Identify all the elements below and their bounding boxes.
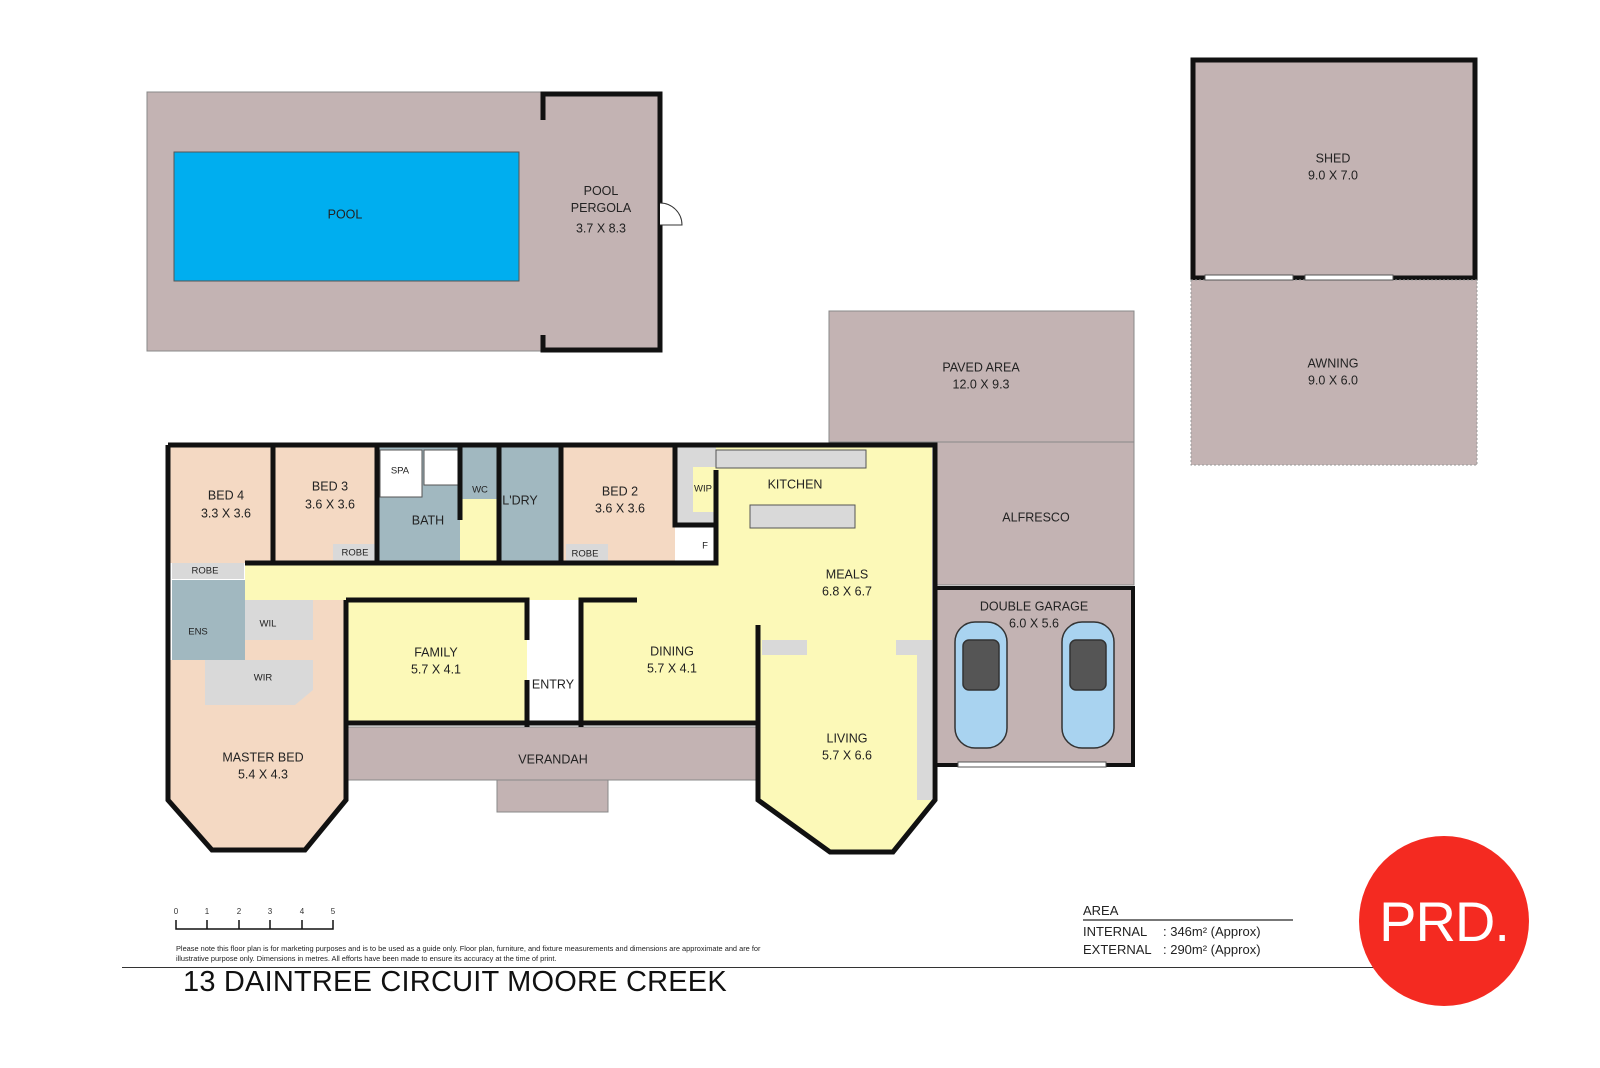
- meals-dim: 6.8 X 6.7: [821, 584, 873, 599]
- spa-label: SPA: [390, 465, 410, 477]
- awning-dim: 9.0 X 6.0: [1307, 373, 1359, 388]
- area-heading: AREA: [1083, 903, 1293, 921]
- scale-tick: 4: [299, 907, 305, 916]
- entry-label: ENTRY: [531, 677, 575, 692]
- kitchen-label: KITCHEN: [767, 477, 823, 492]
- scale-tick: 2: [236, 907, 242, 916]
- external-value: : 290m² (Approx): [1163, 942, 1261, 957]
- robe-label: ROBE: [191, 565, 219, 577]
- wil-label: WIL: [259, 618, 277, 630]
- verandah-label: VERANDAH: [518, 752, 588, 767]
- scale-bar: [175, 920, 334, 930]
- bed3-label: BED 3: [311, 479, 349, 494]
- meals-label: MEALS: [825, 567, 869, 582]
- master-dim: 5.4 X 4.3: [237, 767, 289, 782]
- garage-dim: 6.0 X 5.6: [1008, 616, 1060, 631]
- scale-tick: 5: [330, 907, 336, 916]
- awning: [1190, 279, 1478, 466]
- wir-label: WIR: [253, 672, 273, 684]
- bed3-dim: 3.6 X 3.6: [304, 497, 356, 512]
- scale-tick: 1: [204, 907, 210, 916]
- ens-label: ENS: [188, 626, 208, 638]
- pergola-door: [659, 202, 683, 226]
- bed4-dim: 3.3 X 3.6: [200, 506, 252, 521]
- pool: [173, 151, 520, 282]
- disclaimer: Please note this floor plan is for marke…: [176, 944, 761, 963]
- area-summary: AREA INTERNAL : 346m² (Approx) EXTERNAL : …: [1083, 903, 1293, 957]
- wip-label: WIP: [694, 483, 712, 495]
- walls: [165, 442, 938, 855]
- alfresco-label: ALFRESCO: [1002, 510, 1070, 525]
- awning-label: AWNING: [1307, 356, 1359, 371]
- property-address: 13 DAINTREE CIRCUIT MOORE CREEK: [183, 966, 727, 998]
- prd-logo: PRD.: [1359, 836, 1529, 1006]
- verandah: [345, 726, 759, 781]
- title-rule: [122, 967, 1375, 968]
- shed-dim: 9.0 X 7.0: [1307, 168, 1359, 183]
- dining-label: DINING: [650, 644, 694, 659]
- dining-dim: 5.7 X 4.1: [646, 661, 698, 676]
- bed2-dim: 3.6 X 3.6: [594, 501, 646, 516]
- pool-label: POOL: [327, 207, 363, 222]
- scale-tick: 3: [267, 907, 273, 916]
- garage-label: DOUBLE GARAGE: [979, 599, 1089, 614]
- shed: [1190, 57, 1478, 281]
- bath-label: BATH: [411, 513, 445, 528]
- master-label: MASTER BED: [222, 750, 304, 765]
- wc-label: WC: [472, 484, 488, 496]
- robe-label: ROBE: [341, 547, 369, 559]
- external-label: EXTERNAL: [1083, 942, 1152, 957]
- bed4-label: BED 4: [207, 488, 245, 503]
- bed2-label: BED 2: [601, 484, 639, 499]
- paved-area: [828, 310, 1135, 443]
- alfresco: [934, 441, 1135, 586]
- pergola-dim: 3.7 X 8.3: [575, 221, 627, 236]
- family-label: FAMILY: [414, 645, 458, 660]
- pergola-label: POOL PERGOLA: [570, 184, 632, 215]
- living-dim: 5.7 X 6.6: [821, 748, 873, 763]
- ldry-label: L'DRY: [502, 493, 538, 508]
- robe-label: ROBE: [571, 548, 599, 560]
- shed-label: SHED: [1315, 151, 1351, 166]
- scale-tick: 0: [173, 907, 179, 916]
- paved-dim: 12.0 X 9.3: [952, 377, 1010, 392]
- family-dim: 5.7 X 4.1: [410, 662, 462, 677]
- car-icon: [954, 621, 1115, 749]
- fridge-label: F: [702, 540, 708, 552]
- internal-label: INTERNAL: [1083, 924, 1148, 939]
- paved-label: PAVED AREA: [942, 360, 1020, 375]
- living-label: LIVING: [826, 731, 868, 746]
- internal-value: : 346m² (Approx): [1163, 924, 1261, 939]
